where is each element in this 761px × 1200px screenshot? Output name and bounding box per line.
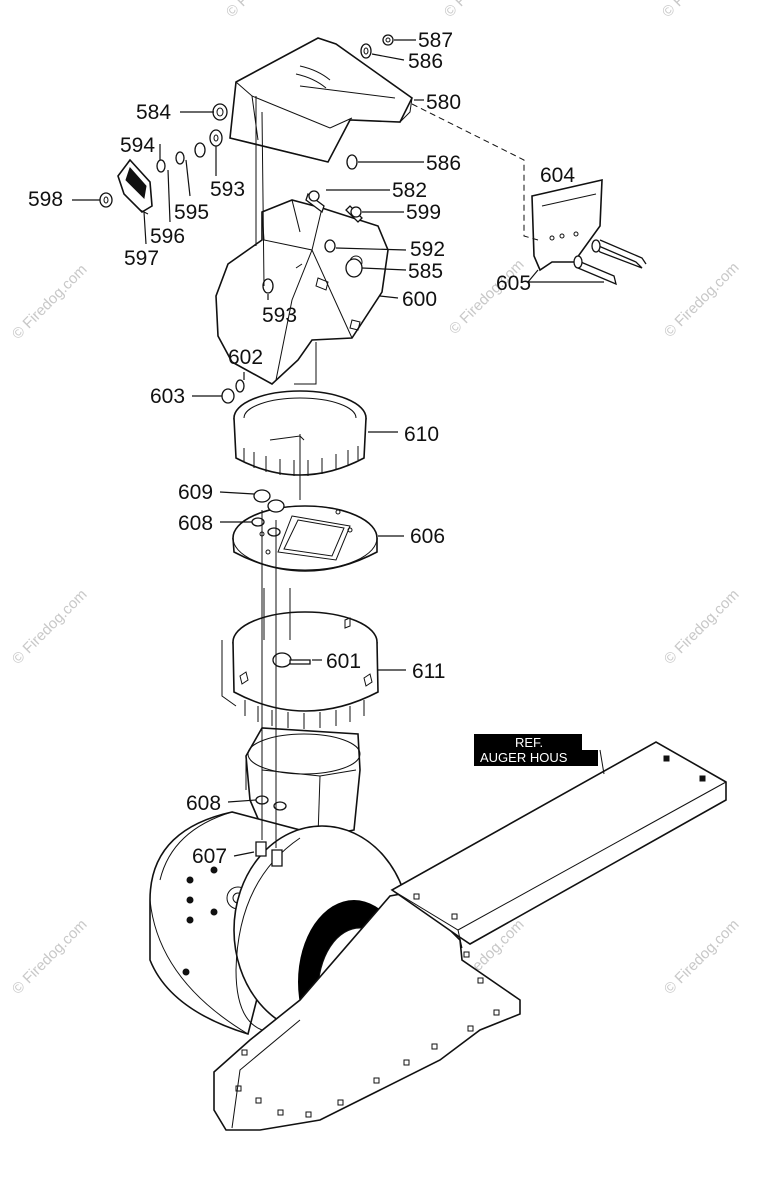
- nut-598: [99, 192, 113, 208]
- part-number-label: 585: [408, 260, 443, 283]
- part-number-label: 587: [418, 29, 453, 52]
- hardware: [99, 34, 394, 867]
- chute-base-plate: [232, 505, 378, 572]
- watermark: © Firedog.com: [9, 586, 91, 668]
- washer-586-top: [360, 43, 372, 59]
- part-number-label: 593: [262, 304, 297, 327]
- ref-label-box: [474, 734, 582, 766]
- part-number-label: 610: [404, 423, 439, 446]
- nut-603: [221, 388, 235, 404]
- part-number-label: 593: [210, 178, 245, 201]
- washer-593-lower: [262, 278, 274, 294]
- washer-586-mid: [346, 154, 358, 170]
- nut-609: [253, 489, 285, 513]
- ref-label-line1: REF.: [515, 735, 543, 750]
- ref-label-line2: AUGER HOUS: [480, 750, 568, 765]
- leader-lines: [72, 39, 605, 857]
- bolt-582: [305, 190, 325, 214]
- part-number-label: 599: [406, 201, 441, 224]
- part-number-label: 594: [120, 134, 155, 157]
- part-number-label: 592: [410, 238, 445, 261]
- part-number-label: 582: [392, 179, 427, 202]
- washer-592: [324, 239, 336, 253]
- part-number-label: 604: [540, 164, 575, 187]
- part-number-label: 580: [426, 91, 461, 114]
- knob-585: [345, 258, 363, 278]
- part-number-label: 609: [178, 481, 213, 504]
- part-number-label: 608: [186, 792, 221, 815]
- washer-594: [156, 159, 166, 173]
- watermark: © Firedog.com: [441, 0, 523, 21]
- washer-593: [209, 129, 223, 147]
- bolt-601: [272, 652, 311, 668]
- watermark: © Firedog.com: [9, 261, 91, 343]
- part-number-label: 584: [136, 101, 171, 124]
- bolt-599: [345, 205, 363, 223]
- watermark: © Firedog.com: [659, 0, 741, 21]
- watermark: © Firedog.com: [223, 0, 305, 21]
- washer-608-upper: [251, 517, 281, 537]
- deflector-lever: [117, 158, 153, 215]
- part-number-label: 608: [178, 512, 213, 535]
- watermark: © Firedog.com: [661, 916, 743, 998]
- bolt-607: [255, 841, 283, 867]
- part-number-label: 598: [28, 188, 63, 211]
- part-number-label: 595: [174, 201, 209, 224]
- reference-label: REF. AUGER HOUS: [474, 734, 598, 766]
- part-number-label: 605: [496, 272, 531, 295]
- washer-595b: [194, 142, 206, 158]
- part-number-label: 607: [192, 845, 227, 868]
- part-number-label: 586: [408, 50, 443, 73]
- part-number-label: 606: [410, 525, 445, 548]
- washer-595: [175, 151, 185, 165]
- nut-587: [382, 34, 394, 46]
- auger-housing: [149, 727, 727, 1131]
- part-number-labels: 587 586 580 584 594 586 593 598 595 596 …: [28, 29, 575, 868]
- part-number-label: 600: [402, 288, 437, 311]
- control-bracket: [531, 178, 647, 286]
- part-number-label: 603: [150, 385, 185, 408]
- watermark: © Firedog.com: [661, 586, 743, 668]
- part-number-label: 586: [426, 152, 461, 175]
- part-number-label: 597: [124, 247, 159, 270]
- part-number-label: 602: [228, 346, 263, 369]
- part-number-label: 596: [150, 225, 185, 248]
- nut-584: [212, 103, 228, 121]
- washer-602: [235, 379, 245, 393]
- watermark: © Firedog.com: [446, 256, 528, 338]
- watermark: © Firedog.com: [9, 916, 91, 998]
- part-number-label: 611: [412, 660, 445, 683]
- watermark: © Firedog.com: [661, 259, 743, 341]
- part-number-label: 601: [326, 650, 361, 673]
- chute-ring-lower: [232, 611, 379, 729]
- discharge-chute: [215, 199, 389, 385]
